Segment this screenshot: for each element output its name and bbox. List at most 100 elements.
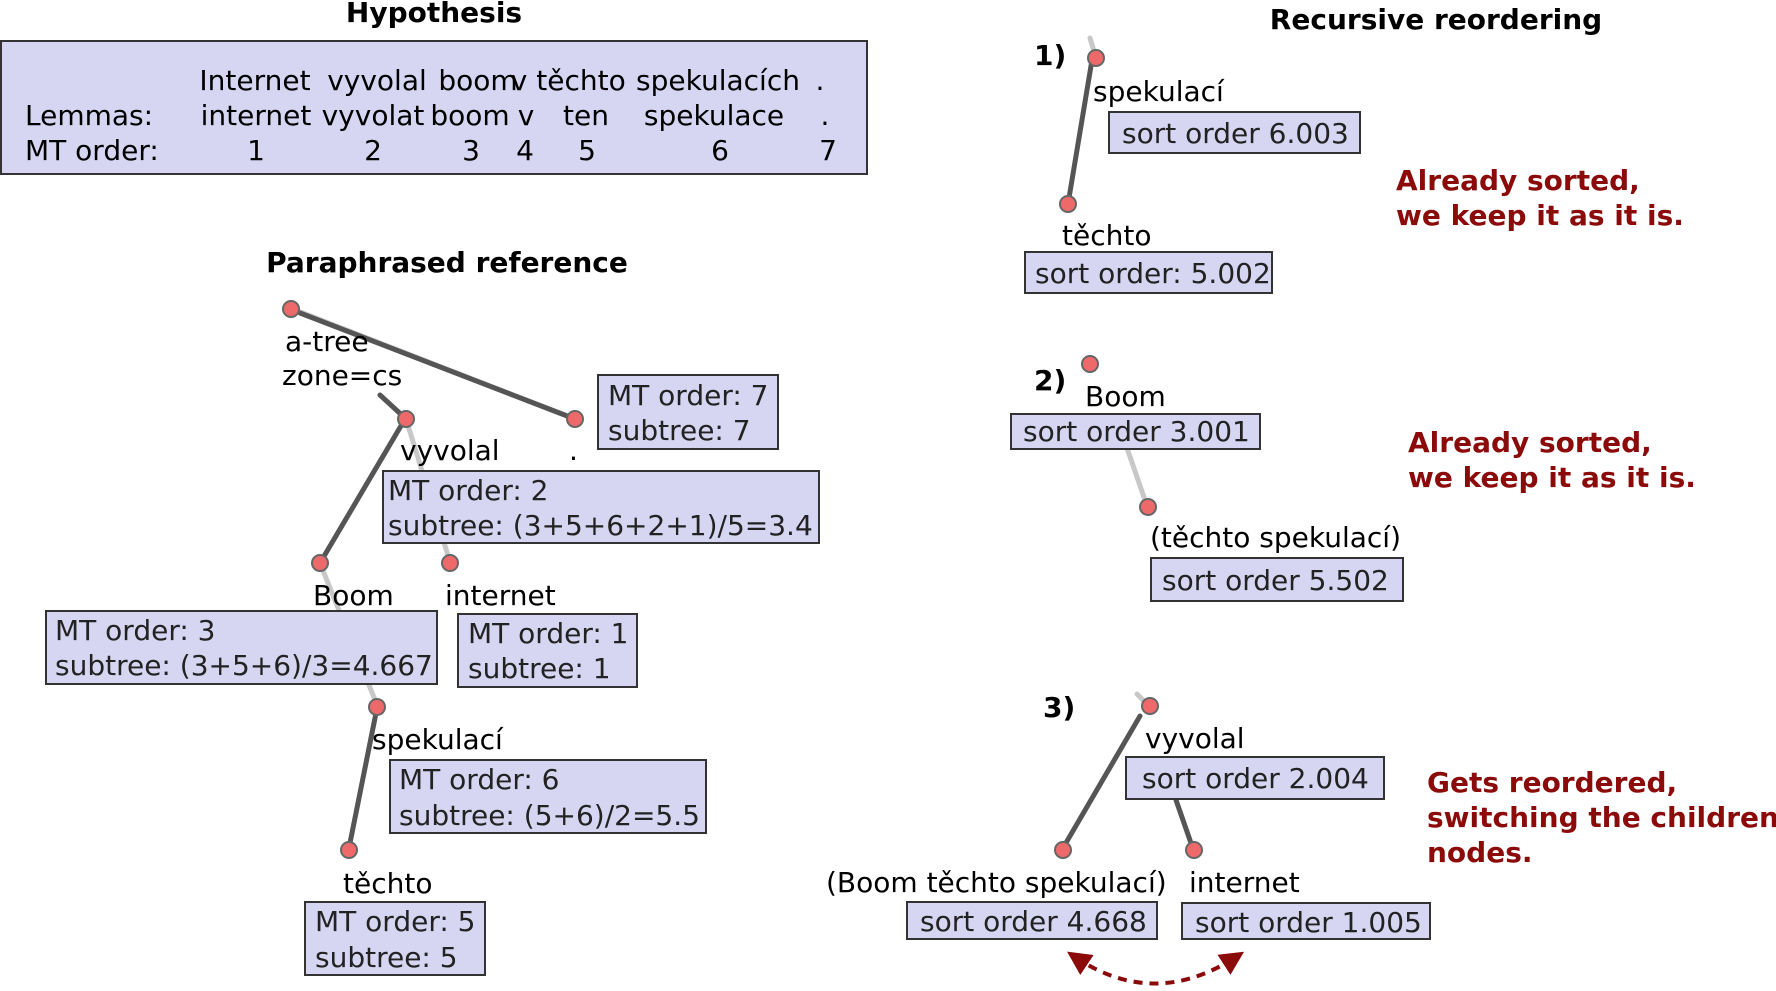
step-2-child-node xyxy=(1139,498,1157,516)
hyp-word: Internet xyxy=(199,64,310,97)
step-3-parent-label: vyvolal xyxy=(1145,722,1245,755)
step-2-parent-label: Boom xyxy=(1085,380,1166,413)
step-2-note-line-2: we keep it as it is. xyxy=(1408,461,1696,494)
step-3-number: 3) xyxy=(1043,691,1075,724)
spekulaci-subtree: subtree: (5+6)/2=5.5 xyxy=(399,799,700,832)
vyvolal-mt-order: MT order: 2 xyxy=(388,474,548,507)
hypothesis-title: Hypothesis xyxy=(346,0,522,29)
hypothesis-words-row: Internet vyvolal boom v těchto spekulací… xyxy=(199,64,824,97)
hypothesis-box xyxy=(0,40,868,175)
tree-node-internet xyxy=(441,554,459,572)
internet-info-box xyxy=(457,613,638,688)
step-3-right-sort-box xyxy=(1181,902,1431,940)
node-label-vyvolal: vyvolal xyxy=(400,434,500,467)
step-3-parent-node xyxy=(1141,697,1159,715)
step-3-parent-sort-box xyxy=(1125,756,1385,800)
step-3-edge-left xyxy=(1060,713,1143,851)
step-1-number: 1) xyxy=(1034,39,1066,72)
step-3-left-sort-box xyxy=(906,901,1158,940)
step-2-child-sort-box xyxy=(1150,557,1404,602)
hypothesis-panel: Hypothesis Internet vyvolal boom v těcht… xyxy=(0,0,868,175)
hyp-mt-order: 4 xyxy=(516,134,534,167)
hyp-word: vyvolal xyxy=(327,64,427,97)
hyp-lemma: boom xyxy=(430,99,509,132)
hyp-lemma: . xyxy=(821,99,830,132)
hyp-lemma: spekulace xyxy=(644,99,784,132)
step-3-note-line-2: switching the children xyxy=(1427,801,1776,834)
swap-arrow-icon xyxy=(1067,951,1245,986)
step-2-child-sort: sort order 5.502 xyxy=(1162,564,1389,597)
step-1-parent-label: spekulací xyxy=(1093,75,1225,108)
hyp-lemma: ten xyxy=(563,99,609,132)
root-label-zone: zone=cs xyxy=(282,359,402,392)
step-1-child-node xyxy=(1059,195,1077,213)
period-subtree: subtree: 7 xyxy=(608,414,751,447)
step-1-child-label: těchto xyxy=(1062,219,1151,252)
tree-node-root xyxy=(282,300,300,318)
vyvolal-subtree: subtree: (3+5+6+2+1)/5=3.4 xyxy=(388,509,813,542)
hyp-mt-order: 5 xyxy=(578,134,596,167)
recursive-reordering-panel: Recursive reordering 1) spekulací sort o… xyxy=(826,3,1776,986)
edge-spekulaci-techto xyxy=(346,705,380,851)
edge-vyvolal-boom xyxy=(317,416,408,566)
tree-node-vyvolal xyxy=(397,410,415,428)
step-3-note-line-1: Gets reordered, xyxy=(1427,766,1677,799)
hyp-lemma: v xyxy=(518,99,535,132)
boom-mt-order: MT order: 3 xyxy=(55,614,215,647)
boom-info-box xyxy=(45,610,438,685)
reordering-title: Recursive reordering xyxy=(1270,3,1602,36)
tree-node-boom xyxy=(311,554,329,572)
step-3-parent-sort: sort order 2.004 xyxy=(1142,762,1369,795)
spekulaci-info-box xyxy=(389,759,707,834)
step-1-note-line-2: we keep it as it is. xyxy=(1396,199,1684,232)
tree-node-period xyxy=(566,410,584,428)
hyp-mt-order: 1 xyxy=(247,134,265,167)
step-2-number: 2) xyxy=(1034,364,1066,397)
edge-root-period xyxy=(297,310,578,422)
techto-info-box xyxy=(304,901,486,976)
step-3-left-label: (Boom těchto spekulací) xyxy=(826,866,1167,899)
period-info-box xyxy=(597,374,779,450)
boom-subtree: subtree: (3+5+6)/3=4.667 xyxy=(55,649,433,682)
step-3-right-node xyxy=(1185,841,1203,859)
hyp-lemma: vyvolat xyxy=(322,99,425,132)
reference-tree: Paraphrased reference a-tree zone=cs . M… xyxy=(45,246,820,976)
step-3-right-sort: sort order 1.005 xyxy=(1195,906,1422,939)
step-1-note-line-1: Already sorted, xyxy=(1396,164,1640,197)
internet-mt-order: MT order: 1 xyxy=(468,617,628,650)
step-3-note-line-3: nodes. xyxy=(1427,836,1533,869)
reorder-step-3: 3) vyvolal sort order 2.004 (Boom těchto… xyxy=(826,691,1776,986)
internet-subtree: subtree: 1 xyxy=(468,652,611,685)
step-2-note-line-1: Already sorted, xyxy=(1408,426,1652,459)
hyp-lemma: internet xyxy=(201,99,312,132)
vyvolal-info-box xyxy=(382,470,820,544)
step-1-edge xyxy=(1065,57,1095,207)
hyp-word: boom xyxy=(438,64,517,97)
step-3-left-sort: sort order 4.668 xyxy=(920,905,1147,938)
hypothesis-mt-order-row: 1 2 3 4 5 6 7 xyxy=(247,134,837,167)
step-2-child-label: (těchto spekulací) xyxy=(1150,521,1401,554)
step-3-left-node xyxy=(1054,841,1072,859)
hyp-mt-order: 2 xyxy=(364,134,382,167)
hyp-mt-order: 7 xyxy=(819,134,837,167)
node-label-boom: Boom xyxy=(313,579,394,612)
spekulaci-mt-order: MT order: 6 xyxy=(399,763,559,796)
techto-mt-order: MT order: 5 xyxy=(315,905,475,938)
reorder-step-2: 2) Boom sort order 3.001 (těchto spekula… xyxy=(1010,355,1696,602)
reference-title: Paraphrased reference xyxy=(266,246,628,279)
hyp-word: . xyxy=(816,64,825,97)
node-label-internet: internet xyxy=(445,579,556,612)
hypothesis-lemmas-row: internet vyvolat boom v ten spekulace . xyxy=(201,99,830,132)
root-label-atree: a-tree xyxy=(285,325,369,358)
hyp-word: těchto xyxy=(536,64,625,97)
node-label-period: . xyxy=(569,434,578,467)
step-1-child-sort-box xyxy=(1024,251,1273,294)
step-2-parent-sort: sort order 3.001 xyxy=(1023,415,1250,448)
tree-node-spekulaci xyxy=(368,698,386,716)
techto-subtree: subtree: 5 xyxy=(315,941,458,974)
step-1-parent-sort-box xyxy=(1108,111,1361,154)
step-3-right-label: internet xyxy=(1189,866,1300,899)
lemmas-label: Lemmas: xyxy=(25,99,153,132)
step-2-parent-node xyxy=(1081,355,1099,373)
